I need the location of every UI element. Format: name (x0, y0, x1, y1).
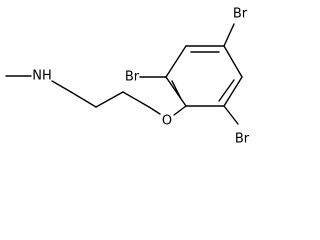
bromine-top-right-label: Br (233, 7, 248, 22)
ring-double-bond-a (171, 80, 182, 100)
bond-c4-oxygen (148, 106, 161, 115)
bond-c1-c2 (70, 91, 97, 108)
bond-c3-c4 (122, 91, 150, 108)
nh-label: NH (32, 69, 52, 84)
bond-ring-br-bottom-right (223, 105, 239, 125)
ring-bond-4 (223, 45, 243, 78)
bond-ring-br-top-right (223, 23, 235, 47)
bonds (5, 23, 243, 125)
bond-oxygen-ring (173, 105, 187, 116)
ring-bond-5 (223, 76, 243, 107)
ring-bond-2 (165, 45, 187, 78)
bond-nh-c1 (51, 80, 72, 93)
bromine-bottom-right-label: Br (235, 132, 250, 147)
bromine-left-label: Br (125, 70, 140, 85)
ring-bond-1 (165, 76, 187, 107)
oxygen-label: O (162, 114, 172, 129)
bond-c2-c3 (95, 91, 124, 108)
atom-labels: NH O Br Br Br (32, 7, 250, 147)
chemical-structure-diagram: NH O Br Br Br (5, 7, 250, 147)
ring-double-bond-c (218, 79, 235, 102)
